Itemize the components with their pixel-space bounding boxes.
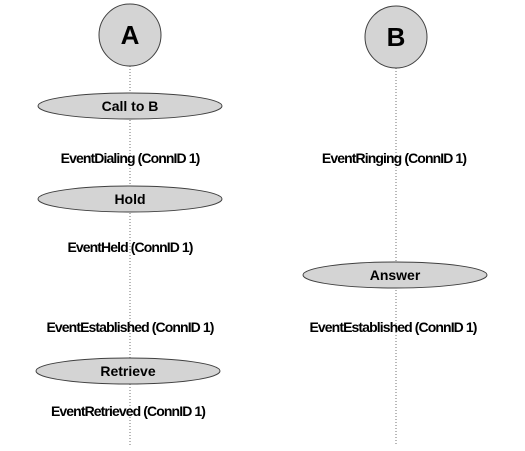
party-b-node: B [364,5,428,69]
party-b-circle [364,5,428,69]
action-call-to-b: Call to B [37,92,223,120]
action-hold-label: Hold [114,191,145,207]
party-a-label: A [121,20,140,50]
party-a-circle [98,3,162,67]
action-answer-shape [302,261,488,289]
event-held-a: EventHeld (ConnID 1) [67,239,192,255]
event-ringing-b: EventRinging (ConnID 1) [322,150,466,166]
event-retrieved-a: EventRetrieved (ConnID 1) [51,403,205,419]
action-retrieve-shape [35,357,221,385]
action-retrieve: Retrieve [35,357,221,385]
action-retrieve-label: Retrieve [100,363,155,379]
event-established-b: EventEstablished (ConnID 1) [309,319,476,335]
event-established-a: EventEstablished (ConnID 1) [46,319,213,335]
event-dialing-a: EventDialing (ConnID 1) [61,150,200,166]
action-call-to-b-label: Call to B [102,98,159,114]
action-hold: Hold [37,185,223,213]
party-b-label: B [387,22,406,52]
action-answer: Answer [302,261,488,289]
action-hold-shape [37,185,223,213]
action-call-to-b-shape [37,92,223,120]
party-a-node: A [98,3,162,67]
action-answer-label: Answer [370,267,421,283]
